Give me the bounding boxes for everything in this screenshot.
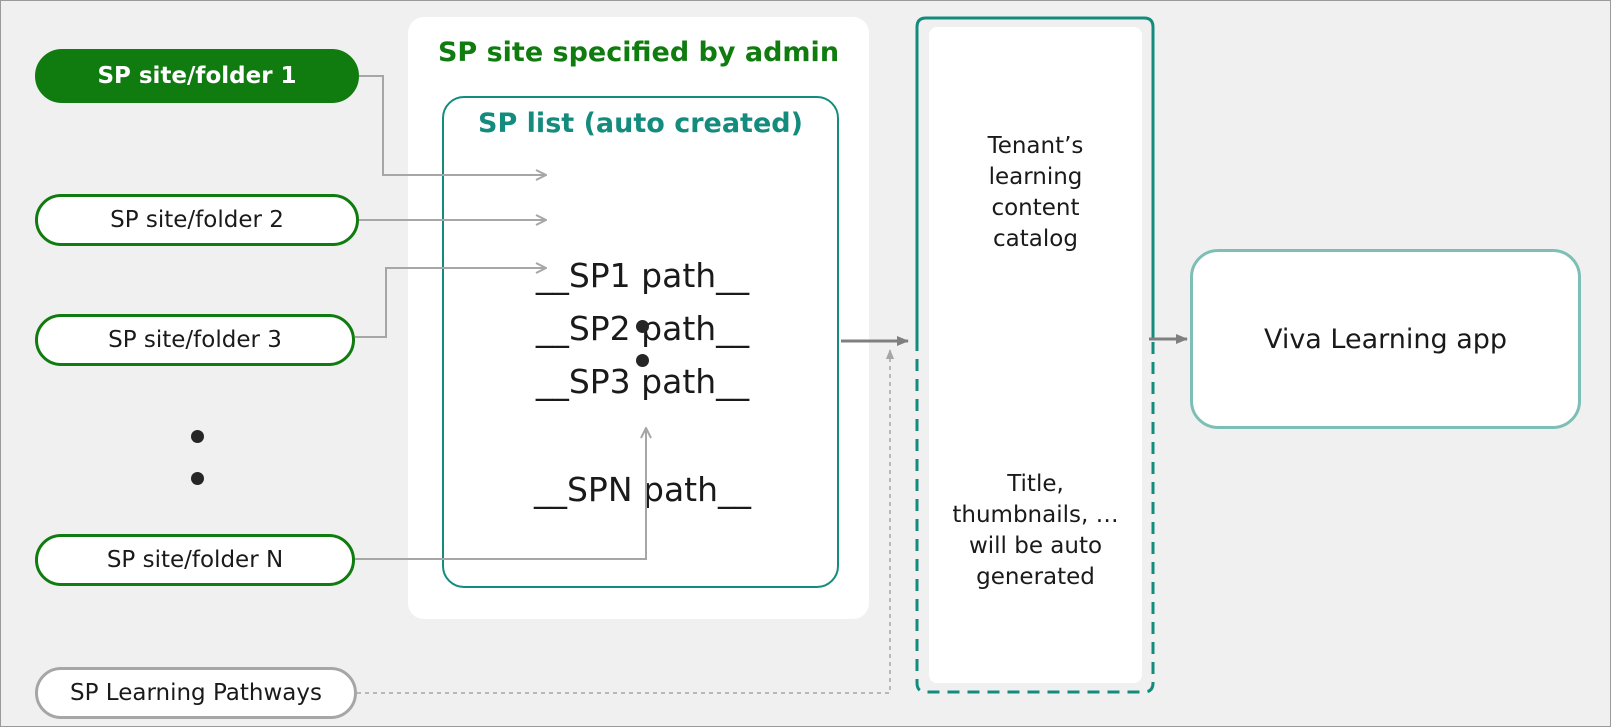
source-folder-1: SP site/folder 1 <box>35 49 359 103</box>
note-text-line: will be auto <box>968 533 1103 559</box>
catalog-text-line: content <box>991 195 1080 221</box>
catalog-description: Tenant’s learning content catalog <box>929 131 1142 255</box>
sp-path-1: __SP1 path__ <box>535 256 750 295</box>
sp-path-n: __SPN path__ <box>533 470 752 509</box>
viva-learning-app: Viva Learning app <box>1190 249 1581 429</box>
ellipsis-dot <box>636 354 649 367</box>
source-learning-pathways: SP Learning Pathways <box>35 667 357 719</box>
note-text-line: Title, <box>1007 471 1064 497</box>
catalog-text-line: learning <box>988 164 1083 190</box>
catalog-auto-note: Title, thumbnails, … will be auto genera… <box>929 469 1142 593</box>
note-text-line: generated <box>976 564 1095 590</box>
ellipsis-dot <box>191 430 204 443</box>
sp-list-box: SP list (auto created) __SP1 path__ __SP… <box>442 96 839 588</box>
sp-list-title: SP list (auto created) <box>478 108 803 139</box>
catalog-panel: Tenant’s learning content catalog Title,… <box>929 27 1142 683</box>
source-folder-2: SP site/folder 2 <box>35 194 359 246</box>
source-folder-3: SP site/folder 3 <box>35 314 355 366</box>
viva-learning-app-label: Viva Learning app <box>1263 323 1508 355</box>
catalog-text-line: catalog <box>993 226 1078 252</box>
source-folder-n: SP site/folder N <box>35 534 355 586</box>
ellipsis-dot <box>636 320 649 333</box>
catalog-text-line: Tenant’s <box>987 133 1084 159</box>
admin-site-title: SP site specified by admin <box>437 37 840 68</box>
ellipsis-dot <box>191 472 204 485</box>
note-text-line: thumbnails, … <box>952 502 1119 528</box>
sp-path-3: __SP3 path__ <box>535 362 750 401</box>
